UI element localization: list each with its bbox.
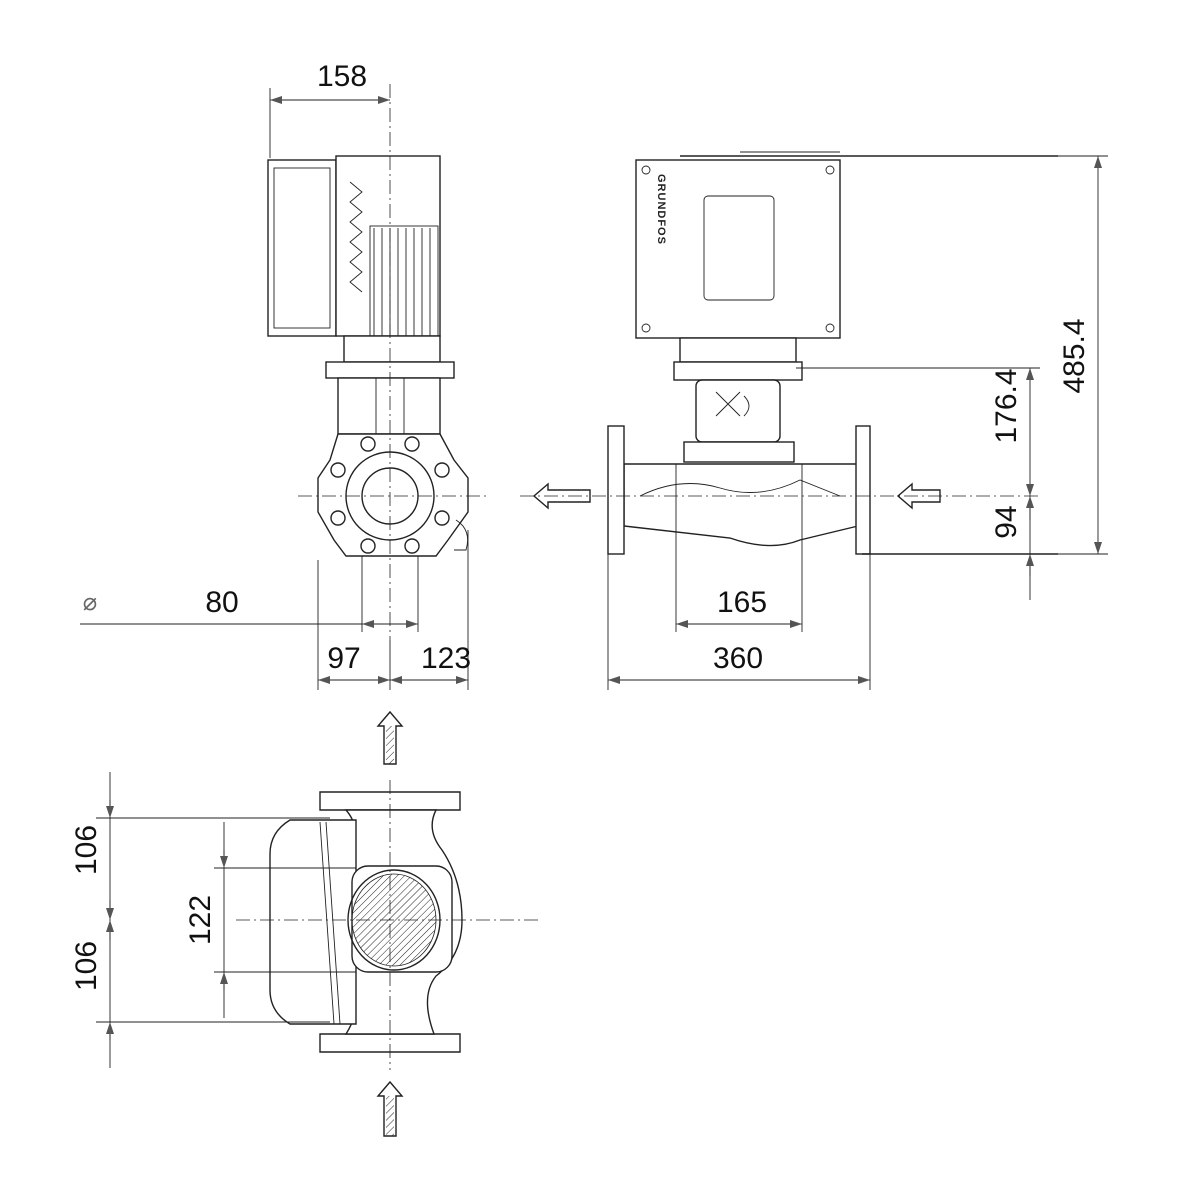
brand-logo: GRUNDFOS bbox=[655, 174, 667, 245]
terminal-box bbox=[267, 159, 337, 337]
side-view: GRUNDFOS 165 360 485.4 bbox=[520, 151, 1108, 690]
pump-flange bbox=[317, 433, 469, 557]
front-view: 158 ⌀ 80 97 123 bbox=[80, 60, 490, 690]
dim-port-spacing: 165 bbox=[717, 586, 767, 619]
plan-motor-housing bbox=[269, 819, 357, 1025]
dim-plan-motor: 122 bbox=[184, 895, 217, 945]
motor-body bbox=[335, 155, 441, 337]
inlet-flow-arrow bbox=[896, 482, 941, 510]
pump-housing bbox=[623, 463, 859, 547]
dim-plan-lower: 106 bbox=[70, 941, 103, 991]
display-window bbox=[703, 195, 775, 301]
dim-overall-height: 485.4 bbox=[1058, 318, 1091, 393]
diameter-symbol: ⌀ bbox=[83, 588, 97, 616]
dim-base-to-center: 94 bbox=[990, 505, 1023, 538]
dim-right-offset: 123 bbox=[421, 642, 471, 675]
dim-left-offset: 97 bbox=[327, 642, 360, 675]
dim-top-width: 158 bbox=[317, 60, 367, 93]
plan-inlet-arrow bbox=[376, 710, 404, 765]
dim-overall-length: 360 bbox=[713, 642, 763, 675]
dim-plan-upper: 106 bbox=[70, 825, 103, 875]
plan-outlet-arrow bbox=[376, 1080, 404, 1137]
dim-center-to-motor: 176.4 bbox=[990, 368, 1023, 443]
control-box bbox=[635, 159, 841, 339]
dim-diameter: 80 bbox=[205, 586, 238, 619]
plan-view: 106 106 122 bbox=[70, 710, 540, 1137]
